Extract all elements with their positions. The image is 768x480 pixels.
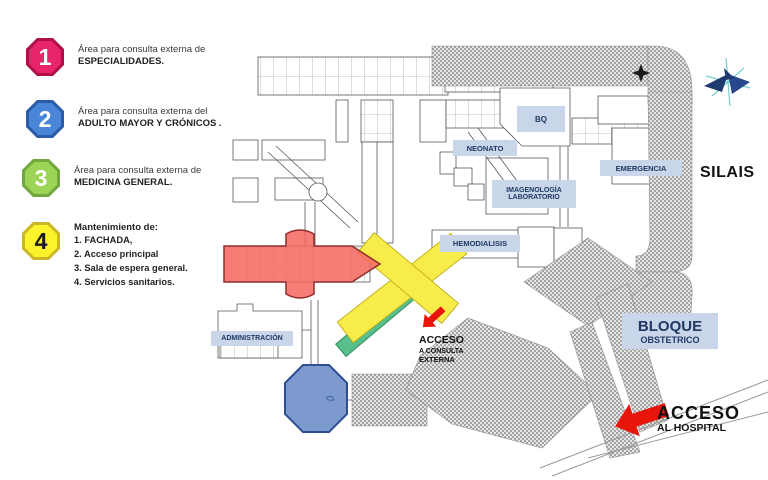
legend-item-mantenimiento: 4 Mantenimiento de: 1. FACHADA, 2. Acces… bbox=[22, 222, 244, 290]
acceso-consulta-externa-label: ACCESO A CONSULTA EXTERNA bbox=[419, 334, 464, 365]
area-label-bq: BQ bbox=[517, 106, 565, 132]
area-label-neonato: NEONATO bbox=[453, 140, 517, 156]
legend-item-medicina-general: 3 Área para consulta externa de MEDICINA… bbox=[22, 159, 244, 197]
area-label-administracion: ADMINISTRACIÓN bbox=[211, 331, 293, 346]
area-label-hemodialisis: HEMODIALISIS bbox=[440, 235, 520, 252]
zone-adulto-mayor bbox=[284, 364, 348, 433]
area-label-bloque-obstetrico: BLOQUE OBSTETRICO bbox=[622, 313, 718, 349]
legend-marker-3: 3 bbox=[22, 159, 60, 197]
arrow-hospital-icon bbox=[615, 403, 669, 437]
compass-icon bbox=[704, 57, 751, 107]
area-label-imagenologia: IMAGENOLOGÍA LABORATORIO bbox=[492, 180, 576, 208]
legend-marker-1: 1 bbox=[26, 38, 64, 76]
legend-marker-4: 4 bbox=[22, 222, 60, 260]
arrow-consulta-externa-icon bbox=[422, 306, 446, 328]
zone-especialidades bbox=[223, 229, 382, 299]
star-icon bbox=[632, 64, 650, 82]
legend-marker-2: 2 bbox=[26, 100, 64, 138]
area-label-emergencia: EMERGENCIA bbox=[600, 160, 682, 176]
legend-item-especialidades: 1 Área para consulta externa de ESPECIAL… bbox=[26, 38, 248, 76]
legend-item-adulto-mayor: 2 Área para consulta externa del ADULTO … bbox=[26, 100, 248, 138]
access-roads bbox=[539, 379, 768, 477]
silais-label: SILAIS bbox=[700, 164, 755, 181]
acceso-hospital-label: ACCESO AL HOSPITAL bbox=[657, 403, 741, 434]
